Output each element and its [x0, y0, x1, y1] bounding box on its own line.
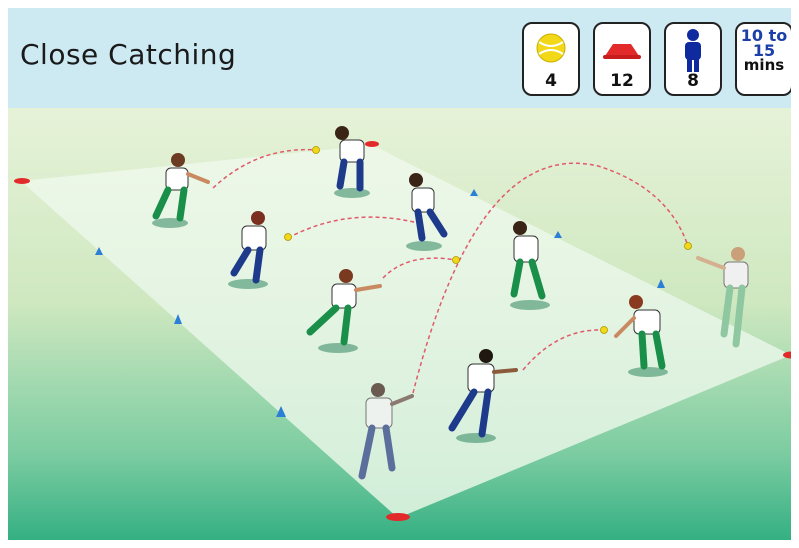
- players-badge: 8: [664, 22, 722, 96]
- corner-marker: [386, 513, 410, 521]
- ball: [285, 234, 292, 241]
- cones-count: 12: [595, 71, 649, 91]
- activity-card: Close Catching 4 12 8: [8, 8, 791, 540]
- corner-marker: [14, 178, 30, 184]
- time-range: 10 to 15 mins: [737, 28, 791, 73]
- ball: [685, 243, 692, 250]
- ball: [453, 257, 460, 264]
- players-count: 8: [666, 71, 720, 91]
- ball: [313, 147, 320, 154]
- training-field: [8, 108, 791, 540]
- time-badge: 10 to 15 mins: [735, 22, 791, 96]
- balls-count: 4: [524, 71, 578, 91]
- corner-marker: [365, 141, 379, 147]
- ball: [601, 327, 608, 334]
- time-unit: mins: [737, 58, 791, 73]
- cones-badge: 12: [593, 22, 651, 96]
- header-bar: Close Catching 4 12 8: [8, 8, 791, 108]
- balls-badge: 4: [522, 22, 580, 96]
- page-title: Close Catching: [20, 38, 236, 71]
